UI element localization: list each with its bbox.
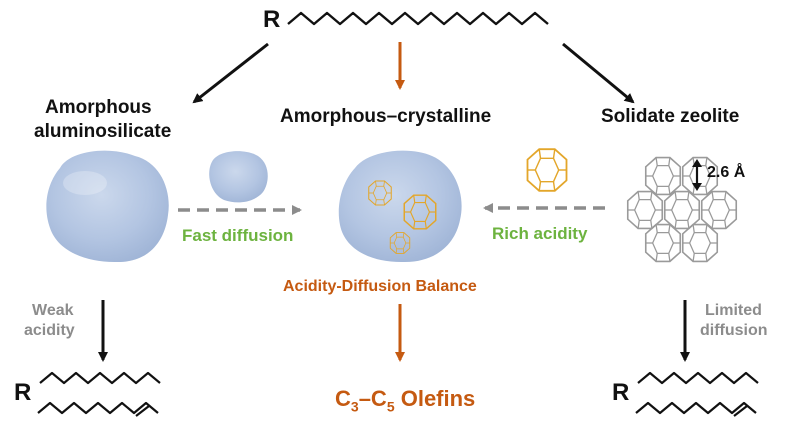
bottom-left-olefin bbox=[37, 401, 159, 415]
arrow-to-amorphous bbox=[192, 42, 269, 104]
zeolite-crystal-icon bbox=[526, 148, 568, 192]
bottom-right-r-label: R bbox=[612, 379, 630, 406]
arrow-to-zeolite bbox=[562, 42, 635, 104]
bottom-right-alkane bbox=[637, 371, 759, 385]
olefins-dash: –C bbox=[358, 386, 387, 411]
c3-c5-olefins-label: C3–C5 Olefins bbox=[335, 386, 475, 414]
rich-acidity-label: Rich acidity bbox=[492, 224, 588, 243]
amorphous-title-line1: Amorphous bbox=[45, 97, 152, 118]
olefins-sub1: 3 bbox=[350, 398, 359, 415]
amorphous-blob-large bbox=[46, 150, 169, 263]
weak-acidity-line2: acidity bbox=[24, 322, 75, 339]
solidate-zeolite-title: Solidate zeolite bbox=[601, 106, 740, 127]
bottom-left-r-label: R bbox=[14, 379, 32, 406]
limited-diffusion-line1: Limited bbox=[705, 302, 762, 319]
top-alkane-chain bbox=[287, 11, 549, 26]
bottom-right-olefin bbox=[635, 401, 757, 415]
bottom-left-alkane bbox=[39, 371, 161, 385]
top-r-label: R bbox=[263, 6, 281, 33]
acidity-diffusion-balance-label: Acidity-Diffusion Balance bbox=[283, 278, 477, 295]
olefins-word: Olefins bbox=[394, 386, 476, 411]
amorphous-blob-small bbox=[209, 151, 268, 203]
pore-size-label: 2.6 Å bbox=[707, 164, 746, 181]
olefins-c1: C bbox=[335, 386, 351, 411]
limited-diffusion-line2: diffusion bbox=[700, 322, 768, 339]
weak-acidity-line1: Weak bbox=[32, 302, 74, 319]
amorphous-title-line2: aluminosilicate bbox=[34, 121, 172, 142]
fast-diffusion-label: Fast diffusion bbox=[182, 226, 294, 245]
olefins-sub2: 5 bbox=[386, 398, 395, 415]
amorphous-crystalline-title: Amorphous–crystalline bbox=[280, 106, 492, 127]
amorphous-crystalline-blob bbox=[338, 150, 462, 263]
